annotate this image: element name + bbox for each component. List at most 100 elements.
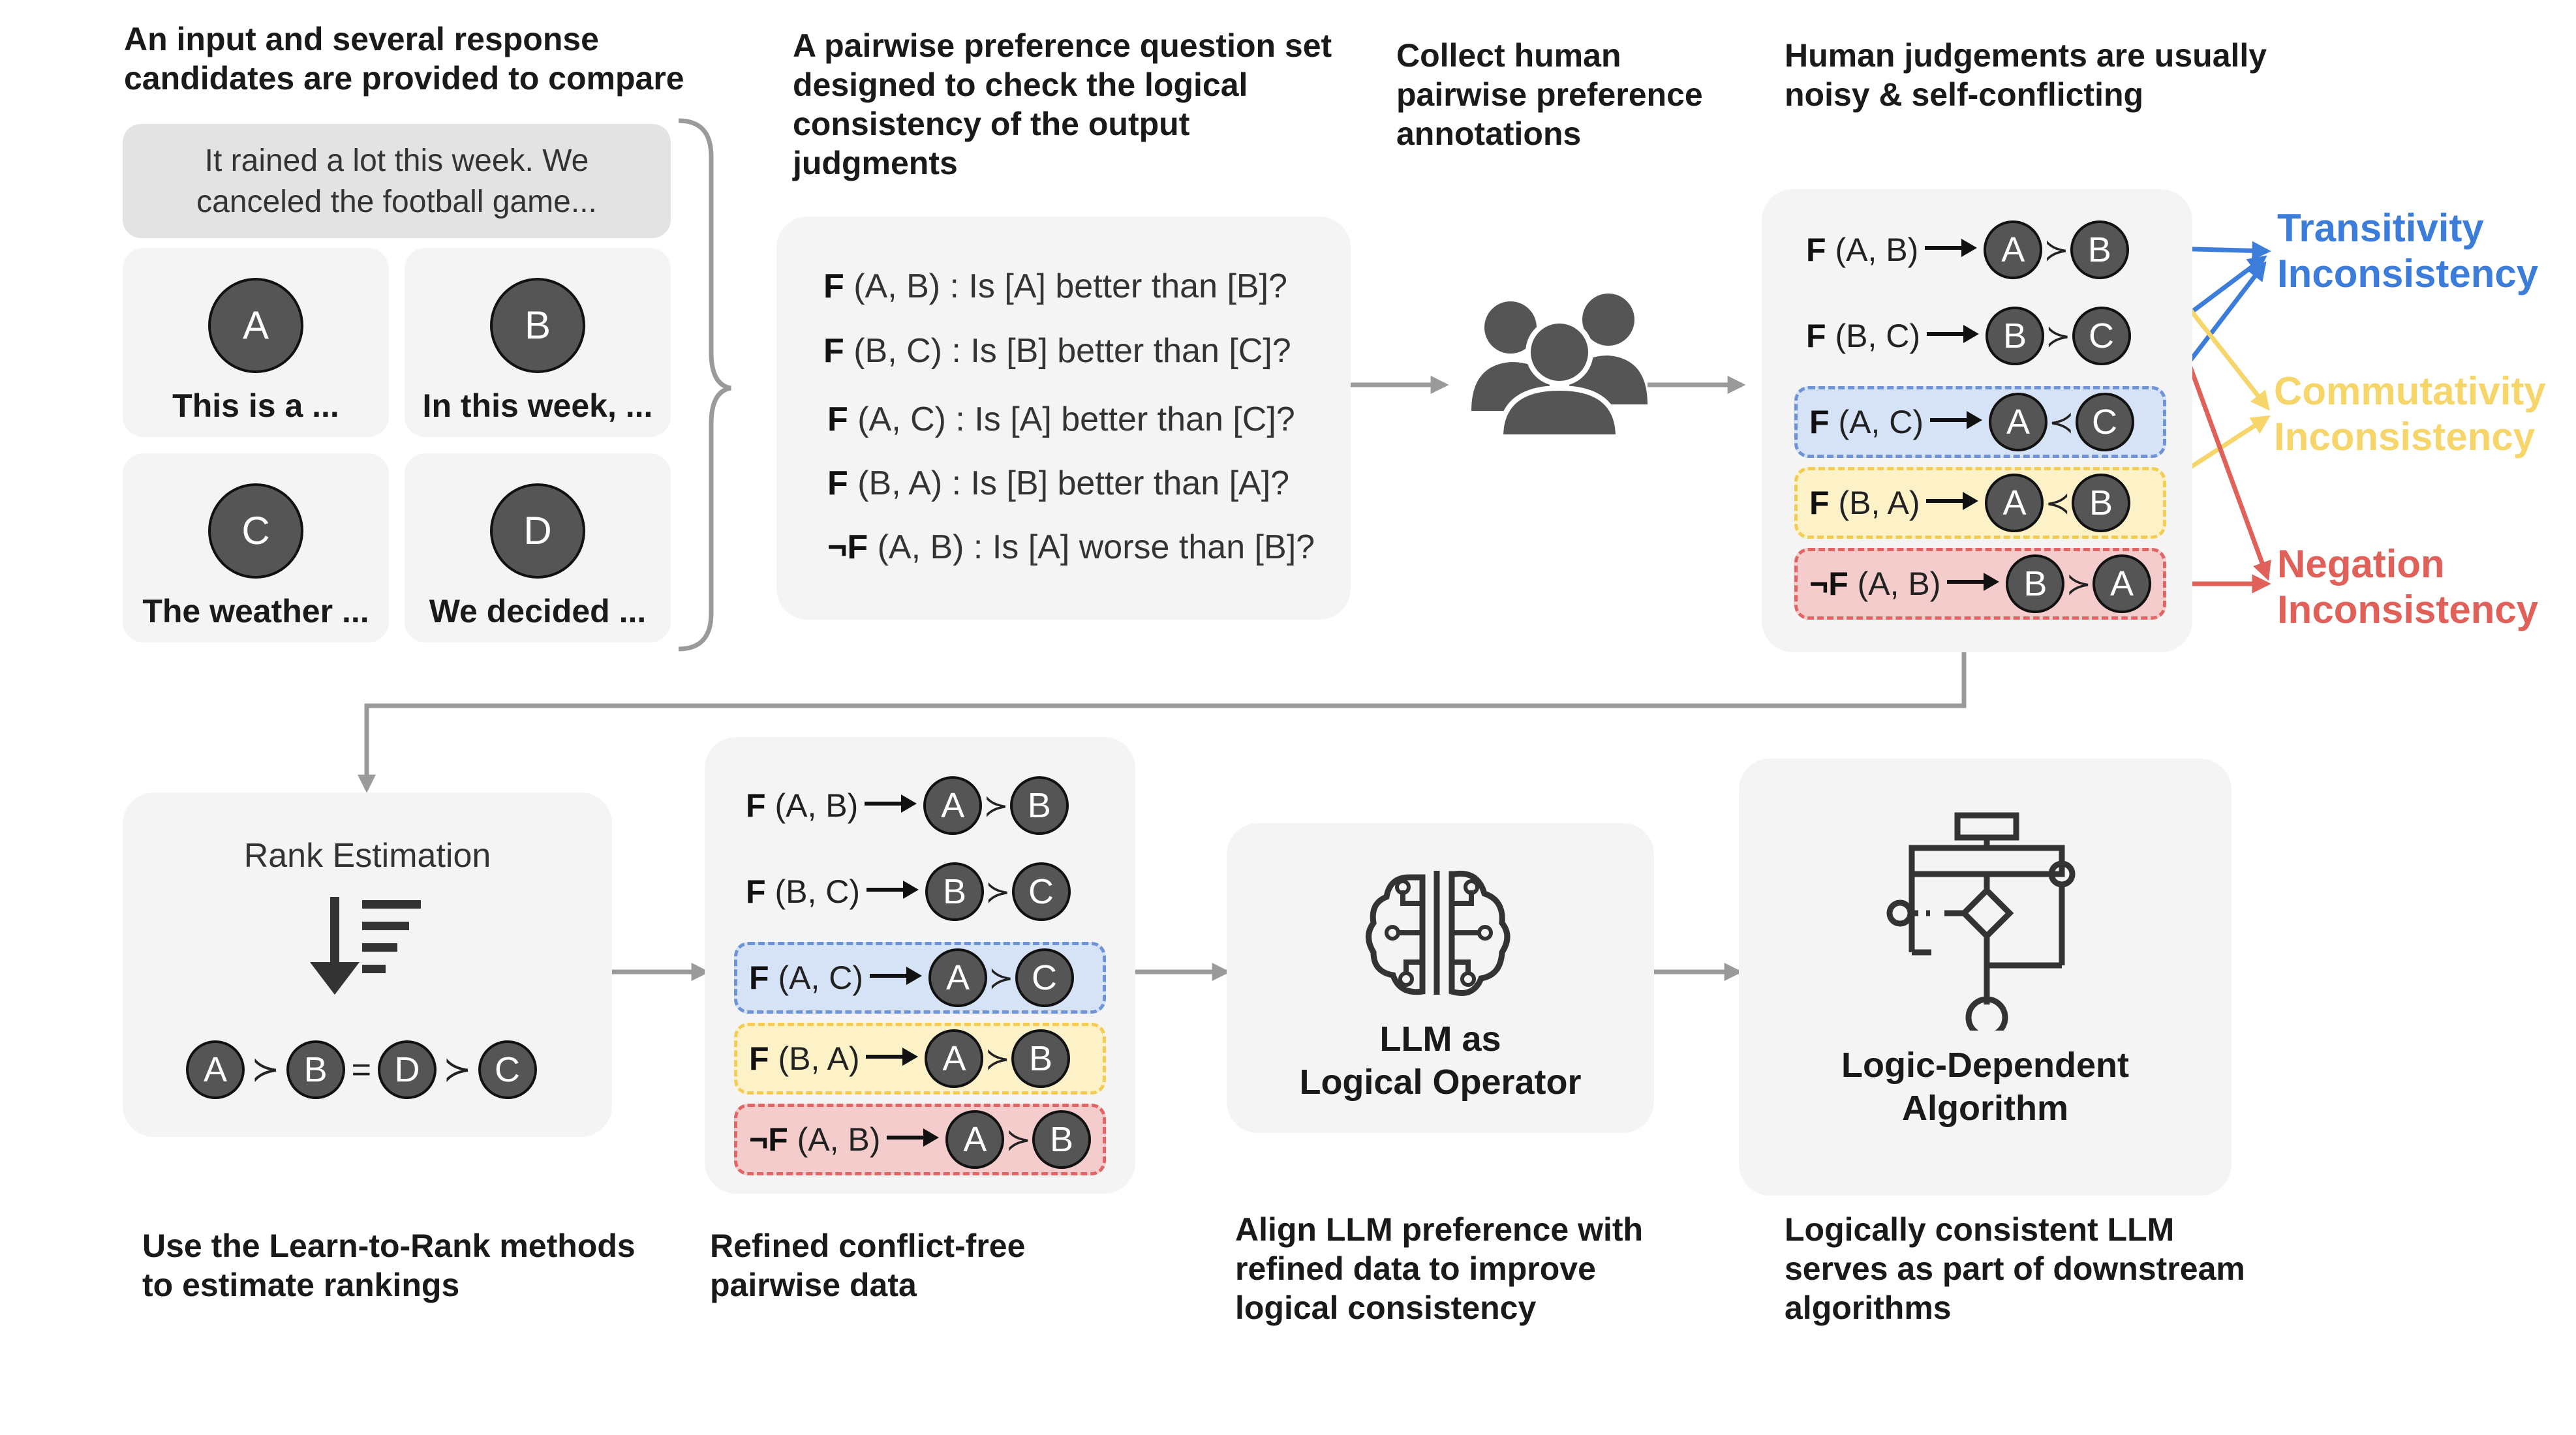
question-1: F (A, B) : Is [A] better than [B]?: [823, 267, 1287, 305]
refined-row: F (A, B) A≻B: [734, 770, 1106, 841]
candidate-text: We decided ...: [429, 593, 647, 629]
candidate-letter: D: [490, 483, 585, 579]
node-left: A: [928, 948, 987, 1007]
caption-question-set: A pairwise preference question set desig…: [793, 27, 1332, 181]
human-judgement-row: F (A, B)A≻B: [1794, 214, 2166, 286]
brain-circuit-icon: [1366, 870, 1510, 996]
preference-operator: ≻: [1005, 1123, 1031, 1156]
arrow-icon: [1924, 231, 1978, 269]
arrow-icon: [865, 1040, 919, 1078]
flowchart-icon: [1886, 812, 2076, 1031]
arrow-icon: [1929, 403, 1984, 441]
node-left: B: [2006, 554, 2065, 613]
candidate-c: C The weather ...: [123, 453, 389, 642]
arrow-icon: [1946, 565, 2001, 603]
judgement-label: ¬F (A, B): [1809, 566, 1941, 602]
preference-operator: ≻: [2066, 567, 2091, 601]
rank-operator: ≻: [442, 1051, 472, 1089]
refined-row: F (B, C) B≻C: [734, 856, 1106, 928]
preference-operator: ≻: [985, 875, 1011, 909]
candidate-a: A This is a ...: [123, 248, 389, 437]
candidate-text: This is a ...: [172, 387, 339, 424]
judgement-label: F (B, A): [749, 1040, 860, 1077]
rank-operator: ≻: [251, 1051, 280, 1089]
candidate-d: D We decided ...: [405, 453, 671, 642]
candidate-letter: A: [208, 278, 303, 373]
caption-collect: Collect human pairwise preference annota…: [1396, 37, 1703, 152]
caption-noisy: Human judgements are usually noisy & sel…: [1785, 37, 2267, 113]
arrow-icon: [1925, 484, 1980, 522]
human-judgement-row: F (A, C)A≺C: [1794, 386, 2166, 458]
node-left: B: [1985, 307, 2044, 365]
node-right: B: [2072, 474, 2131, 532]
caption-align: Align LLM preference with refined data t…: [1235, 1211, 1644, 1326]
judgement-label: F (A, C): [749, 959, 863, 996]
node-right: B: [1009, 776, 1069, 835]
rank-operator: =: [351, 1051, 371, 1089]
preference-operator: ≻: [983, 789, 1009, 823]
human-judgement-row: F (B, A) A≺B: [1794, 467, 2166, 539]
judgement-label: F (B, A): [1809, 485, 1920, 521]
preference-operator: ≻: [988, 961, 1014, 995]
judgement-label: F (A, B): [746, 787, 859, 824]
node-right: C: [2075, 393, 2134, 451]
node-right: B: [2070, 220, 2129, 279]
judgement-label: F (A, C): [1809, 404, 1924, 440]
rank-title: Rank Estimation: [243, 837, 491, 875]
candidate-text: In this week, ...: [422, 387, 653, 424]
node-left: B: [925, 862, 984, 921]
input-text-box: It rained a lot this week. We canceled t…: [123, 124, 671, 238]
human-judgement-row: F (B, C) B≻C: [1794, 300, 2166, 372]
node-left: A: [945, 1110, 1005, 1169]
node-left: A: [925, 1029, 984, 1088]
judgement-label: F (B, C): [1806, 318, 1920, 354]
arrow-judge-to-rank: [358, 652, 1967, 793]
judgement-label: F (B, C): [746, 873, 860, 910]
question-2: F (B, C) : Is [B] better than [C]?: [823, 332, 1291, 370]
arrow-icon: [885, 1121, 940, 1158]
caption-downstream: Logically consistent LLM serves as part …: [1785, 1211, 2245, 1326]
candidate-text: The weather ...: [142, 593, 369, 629]
node-right: C: [1011, 862, 1071, 921]
arrow-icon: [868, 959, 923, 997]
rank-node: C: [478, 1040, 537, 1099]
caption-refined: Refined conflict-free pairwise data: [710, 1228, 1026, 1303]
caption-input: An input and several response candidates…: [124, 21, 684, 97]
node-left: A: [1984, 220, 2043, 279]
brace-shape: [678, 118, 731, 652]
preference-operator: ≻: [985, 1042, 1011, 1076]
node-right: C: [2072, 307, 2131, 365]
judgement-label: F (A, B): [1806, 232, 1919, 268]
arrow-icon: [1925, 317, 1980, 355]
question-set-box: [776, 217, 1351, 620]
candidate-letter: B: [490, 278, 585, 373]
rank-node: D: [377, 1040, 437, 1099]
preference-operator: ≻: [2045, 319, 2071, 353]
refined-row: F (A, C) A≻C: [734, 942, 1106, 1014]
llm-box: [1227, 823, 1654, 1133]
question-4: F (B, A) : Is [B] better than [A]?: [827, 464, 1290, 502]
refined-row: ¬F (A, B) A≻B: [734, 1104, 1106, 1175]
arrow-icon: [863, 787, 918, 824]
node-left: A: [923, 776, 983, 835]
preference-operator: ≺: [2045, 486, 2071, 520]
candidate-b: B In this week, ...: [405, 248, 671, 437]
node-right: B: [1032, 1110, 1091, 1169]
question-3: F (A, C) : Is [A] better than [C]?: [827, 400, 1295, 438]
input-text: It rained a lot this week. We canceled t…: [196, 143, 597, 219]
question-5: ¬F (A, B) : Is [A] worse than [B]?: [827, 528, 1315, 566]
judgement-label: ¬F (A, B): [749, 1121, 881, 1158]
rank-sequence: A≻B=D≻C: [186, 1034, 537, 1106]
caption-learn-to-rank: Use the Learn-to-Rank methods to estimat…: [142, 1228, 636, 1303]
arrow-icon: [865, 873, 920, 911]
refined-row: F (B, A) A≻B: [734, 1023, 1106, 1095]
preference-operator: ≺: [2048, 405, 2074, 439]
node-right: B: [1011, 1029, 1071, 1088]
node-right: C: [1015, 948, 1074, 1007]
sort-descending-icon: [310, 897, 421, 995]
node-left: A: [1985, 474, 2044, 532]
